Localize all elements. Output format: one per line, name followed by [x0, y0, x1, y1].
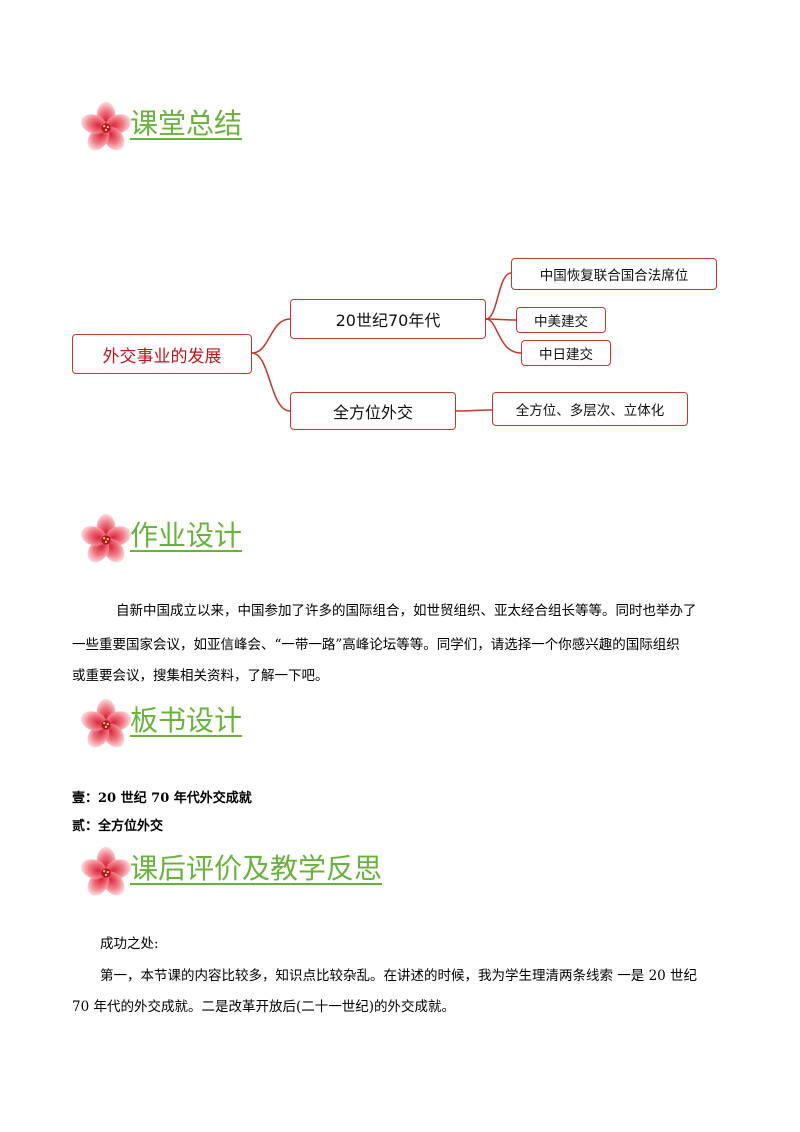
homework-line-2: 一些重要国家会议，如亚信峰会、“一带一路”高峰论坛等等。同学们，请选择一个你感兴… [72, 637, 680, 653]
board-item-1: 壹：20 世纪 70 年代外交成就 [72, 791, 252, 806]
heading-board-title: 板书设计 [130, 704, 243, 737]
node-all-round: 全方位外交 [290, 392, 456, 430]
node-china-us: 中美建交 [516, 307, 606, 333]
heading-homework-title: 作业设计 [130, 519, 243, 552]
mindmap-connectors [251, 272, 522, 412]
mindmap: 外交事业的发展 20世纪70年代 全方位外交 中国恢复联合国合法席位 中美建交 … [0, 250, 800, 440]
heading-summary: 课堂总结 [78, 100, 398, 160]
node-multi-level: 全方位、多层次、立体化 [492, 392, 688, 426]
flower-icon [78, 698, 134, 752]
reflection-line-2: 70 年代的外交成就。二是改革开放后(二十一世纪)的外交成就。 [72, 999, 456, 1015]
node-un-seat: 中国恢复联合国合法席位 [511, 258, 717, 290]
flower-icon [78, 846, 134, 900]
reflection-lead: 成功之处: [100, 936, 159, 952]
node-root: 外交事业的发展 [72, 334, 252, 374]
heading-reflection-title: 课后评价及教学反思 [130, 852, 383, 885]
heading-board: 板书设计 [78, 697, 398, 757]
homework-line-1: 自新中国成立以来，中国参加了许多的国际组合，如世贸组织、亚太经合组长等等。同时也… [116, 603, 697, 619]
board-item-2: 贰：全方位外交 [72, 819, 164, 834]
reflection-line-1: 第一，本节课的内容比较多，知识点比较杂乱。在讲述的时候，我为学生理清两条线索 一… [100, 968, 698, 984]
flower-icon [78, 513, 134, 567]
node-china-japan: 中日建交 [521, 340, 611, 366]
homework-line-3: 或重要会议，搜集相关资料，了解一下吧。 [72, 668, 329, 684]
node-70s: 20世纪70年代 [290, 299, 486, 339]
flower-icon [78, 101, 134, 155]
heading-summary-title: 课堂总结 [130, 107, 243, 140]
heading-reflection: 课后评价及教学反思 [78, 845, 478, 905]
heading-homework: 作业设计 [78, 512, 398, 572]
